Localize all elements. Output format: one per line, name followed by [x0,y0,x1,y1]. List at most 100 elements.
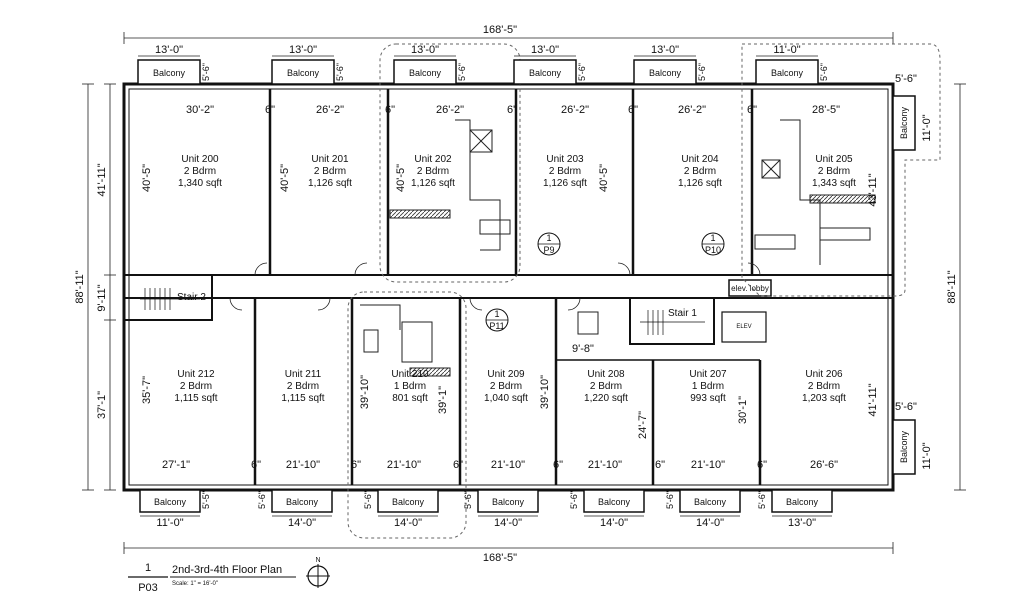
balcony-depth-dim: 5'-6" [665,491,675,509]
unit-depth-dim: 35'-7" [141,376,153,404]
unit-name: Unit 202 [414,154,452,165]
balcony-width-dim: 14'-0" [494,517,522,529]
stair-left-label: Stair 2 [177,292,206,303]
unit-name: Unit 205 [815,154,853,165]
balcony-depth-dim: 5'-5" [201,491,211,509]
balcony-width-dim: 13'-0" [531,44,559,56]
balcony-width-dim: 13'-0" [411,44,439,56]
elevator-lobby-box [728,279,772,297]
unit-type: 2 Bdrm [184,166,216,177]
unit-name: Unit 211 [285,369,322,380]
balcony-label: Balcony [899,430,909,463]
north-arrow-label: N [315,557,320,564]
unit-name: Unit 212 [177,369,215,380]
unit-depth-dim: 43'-11" [867,173,879,206]
unit-width-dim: 27'-1" [162,459,190,471]
balcony-width-dim: 14'-0" [696,517,724,529]
unit-name: Unit 209 [487,369,525,380]
unit-name: Unit 200 [181,154,219,165]
unit-depth-dim: 40'-5" [598,164,610,192]
balcony-width-dim: 11'-0" [773,44,800,56]
building-walls [122,82,895,492]
balcony-label: Balcony [492,497,525,507]
partition-dim: 6" [757,459,767,471]
unit-width-dim: 21'-10" [491,459,525,471]
unit-depth-dim: 30'-1" [737,396,749,424]
unit-depth-dim: 40'-5" [141,164,153,192]
overall-width-bottom: 168'-5" [483,552,517,564]
unit-type: 2 Bdrm [490,381,522,392]
unit-area: 1,343 sqft [812,178,856,189]
overall-depth-left: 88'-11" [74,270,86,303]
unit-area: 801 sqft [392,393,428,404]
unit-depth-dim: 39'-1" [437,386,449,414]
unit-name: Unit 207 [689,369,727,380]
balcony-depth-dim: 5'-6" [363,491,373,509]
unit-width-dim: 21'-10" [691,459,725,471]
title-block: 1 P03 2nd-3rd-4th Floor Plan Scale: 1" =… [128,557,330,594]
svg-text:1: 1 [494,309,499,319]
balcony-depth-dim: 5'-6" [757,491,767,509]
unit-area: 1,126 sqft [308,178,352,189]
interior-fixtures [360,119,876,377]
unit-area: 1,040 sqft [484,393,528,404]
unit-depth-dim: 24'-7" [637,411,649,439]
unit-name: Unit 204 [681,154,719,165]
door-swings [229,262,761,311]
svg-text:1: 1 [710,233,715,243]
balcony-width-dim: 11'-0" [156,517,183,529]
balcony-right: Balcony 5'-6" 11'-0" [892,401,933,475]
elevator-box [721,311,767,343]
balcony-width-dim: 11'-0" [921,442,933,469]
unit-type: 2 Bdrm [818,166,850,177]
balcony-width-dim: 13'-0" [651,44,679,56]
balcony-label: Balcony [286,497,319,507]
unit-type: 1 Bdrm [394,381,426,392]
stair-right-label: Stair 1 [668,308,697,319]
unit-depth-dim: 41'-11" [867,383,879,416]
section-tag-p9: 1 P9 [537,232,561,256]
partition-dim: 6" [553,459,563,471]
unit-width-dim: 26'-2" [436,104,464,116]
balcony-depth-dim: 5'-6" [895,401,917,413]
partition-dim: 6" [351,459,361,471]
svg-text:P9: P9 [543,245,554,255]
unit-type: 2 Bdrm [417,166,449,177]
unit-width-dim: 26'-6" [810,459,838,471]
corridor-dim: 9'-8" [572,343,594,355]
unit-name: Unit 206 [805,369,843,380]
partition-dim: 6" [251,459,261,471]
balcony-depth-dim: 5'-6" [463,491,473,509]
partition-dim: 6" [628,104,638,116]
left-dim-corridor: 9'-11" [96,284,108,311]
balcony-label: Balcony [529,68,562,78]
unit-type: 2 Bdrm [590,381,622,392]
unit-depth-dim: 39'-10" [539,375,551,409]
unit-type: 2 Bdrm [180,381,212,392]
balcony-depth-dim: 5'-6" [697,63,707,81]
unit-depth-dim: 39'-10" [359,375,371,409]
overall-depth-right: 88'-11" [946,270,958,303]
unit-type: 2 Bdrm [684,166,716,177]
balcony-depth-dim: 5'-6" [335,63,345,81]
balcony-label: Balcony [154,497,187,507]
elevator-lobby-label: elev. lobby [731,284,769,293]
title-scale: Scale: 1" = 16'-0" [172,581,218,587]
balcony-width-dim: 14'-0" [288,517,316,529]
unit-type: 2 Bdrm [287,381,319,392]
overall-width-top: 168'-5" [483,24,517,36]
unit-type: 2 Bdrm [314,166,346,177]
